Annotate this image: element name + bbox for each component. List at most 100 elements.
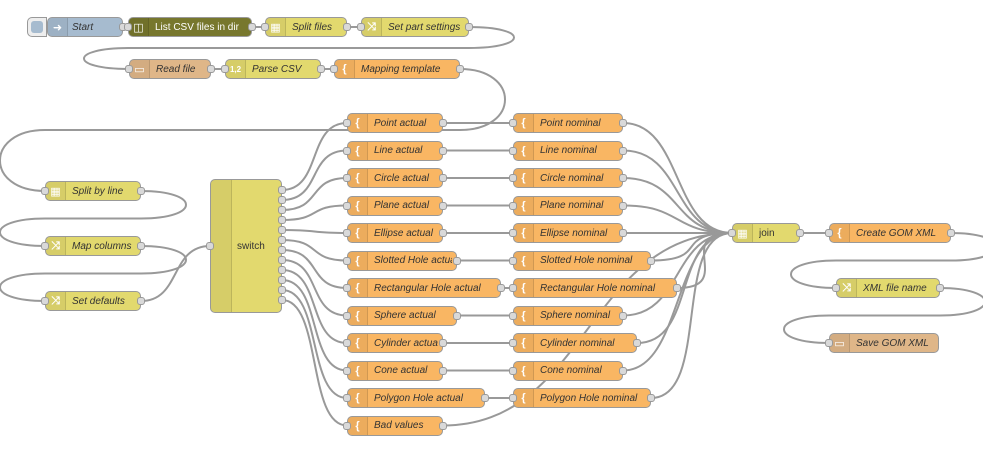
node-port[interactable] (343, 201, 351, 210)
node-port[interactable] (456, 65, 464, 73)
node-split-files[interactable]: ▦ Split files (265, 17, 347, 37)
node-port[interactable] (278, 226, 286, 234)
node-actual-6[interactable]: {Rectangular Hole actual (347, 278, 501, 298)
node-port[interactable] (509, 256, 517, 265)
node-create-gom-xml[interactable]: { Create GOM XML (829, 223, 951, 243)
node-port[interactable] (453, 311, 461, 320)
node-save-gom-xml[interactable]: ▭ Save GOM XML (829, 333, 939, 353)
node-port[interactable] (278, 236, 286, 244)
node-port[interactable] (509, 311, 517, 320)
node-port[interactable] (124, 23, 132, 31)
node-actual-3[interactable]: {Plane actual (347, 195, 443, 216)
node-port[interactable] (439, 339, 447, 347)
node-port[interactable] (825, 229, 833, 237)
node-port[interactable] (439, 229, 447, 237)
node-port[interactable] (796, 229, 804, 237)
node-port[interactable] (248, 23, 256, 31)
node-port[interactable] (343, 284, 351, 292)
node-nominal-9[interactable]: {Cone nominal (513, 360, 623, 381)
node-port[interactable] (439, 201, 447, 210)
node-map-columns[interactable]: ⤨ Map columns (45, 236, 141, 256)
node-port[interactable] (619, 229, 627, 237)
node-port[interactable] (497, 284, 505, 292)
node-port[interactable] (481, 394, 489, 402)
node-port[interactable] (509, 201, 517, 210)
node-mapping-template[interactable]: { Mapping template (334, 59, 460, 79)
node-port[interactable] (439, 366, 447, 375)
node-port[interactable] (343, 119, 351, 127)
node-nominal-3[interactable]: {Plane nominal (513, 195, 623, 216)
node-actual-2[interactable]: {Circle actual (347, 168, 443, 188)
node-port[interactable] (278, 216, 286, 224)
node-port[interactable] (137, 187, 145, 195)
node-port[interactable] (633, 339, 641, 347)
node-port[interactable] (619, 119, 627, 127)
node-port[interactable] (832, 284, 840, 292)
node-switch[interactable]: switch (210, 179, 282, 313)
node-nominal-4[interactable]: {Ellipse nominal (513, 223, 623, 243)
node-port[interactable] (207, 65, 215, 73)
node-port[interactable] (439, 146, 447, 155)
node-port[interactable] (509, 146, 517, 155)
node-port[interactable] (261, 23, 269, 31)
node-port[interactable] (206, 242, 214, 250)
node-port[interactable] (509, 174, 517, 182)
node-port[interactable] (357, 23, 365, 31)
node-start[interactable]: ➜ Start (47, 17, 123, 37)
node-list-csv[interactable]: ◫ List CSV files in dir (128, 17, 252, 37)
node-actual-4[interactable]: {Ellipse actual (347, 223, 443, 243)
node-port[interactable] (439, 174, 447, 182)
node-port[interactable] (278, 276, 286, 284)
node-port[interactable] (825, 339, 833, 347)
node-port[interactable] (619, 311, 627, 320)
node-port[interactable] (936, 284, 944, 292)
node-port[interactable] (509, 284, 517, 292)
node-port[interactable] (330, 65, 338, 73)
node-nominal-8[interactable]: {Cylinder nominal (513, 333, 637, 353)
node-port[interactable] (343, 174, 351, 182)
node-port[interactable] (619, 146, 627, 155)
node-port[interactable] (647, 256, 655, 265)
node-nominal-10[interactable]: {Polygon Hole nominal (513, 388, 651, 408)
node-port[interactable] (41, 297, 49, 305)
node-port[interactable] (673, 284, 681, 292)
node-port[interactable] (343, 311, 351, 320)
node-port[interactable] (439, 421, 447, 430)
node-split-by-line[interactable]: ▦ Split by line (45, 181, 141, 201)
node-port[interactable] (465, 23, 473, 31)
node-port[interactable] (947, 229, 955, 237)
node-set-defaults[interactable]: ⤨ Set defaults (45, 291, 141, 311)
node-port[interactable] (317, 65, 325, 73)
node-port[interactable] (509, 394, 517, 402)
node-port[interactable] (278, 206, 286, 214)
node-port[interactable] (278, 296, 286, 304)
node-port[interactable] (278, 286, 286, 294)
node-port[interactable] (647, 394, 655, 402)
node-port[interactable] (439, 119, 447, 127)
node-port[interactable] (137, 297, 145, 305)
node-actual-10[interactable]: {Polygon Hole actual (347, 388, 485, 408)
node-nominal-5[interactable]: {Slotted Hole nominal (513, 250, 651, 271)
node-actual-5[interactable]: {Slotted Hole actual (347, 250, 457, 271)
node-port[interactable] (278, 266, 286, 274)
node-port[interactable] (619, 174, 627, 182)
node-port[interactable] (343, 394, 351, 402)
node-port[interactable] (453, 256, 461, 265)
node-port[interactable] (343, 229, 351, 237)
node-port[interactable] (137, 242, 145, 250)
node-actual-11[interactable]: {Bad values (347, 415, 443, 436)
node-port[interactable] (221, 65, 229, 73)
node-port[interactable] (509, 229, 517, 237)
node-port[interactable] (343, 146, 351, 155)
node-actual-0[interactable]: {Point actual (347, 113, 443, 133)
node-port[interactable] (343, 339, 351, 347)
node-port[interactable] (619, 366, 627, 375)
node-xml-file-name[interactable]: ⤨ XML file name (836, 278, 940, 298)
node-port[interactable] (509, 339, 517, 347)
node-nominal-6[interactable]: {Rectangular Hole nominal (513, 278, 677, 298)
node-nominal-0[interactable]: {Point nominal (513, 113, 623, 133)
inject-trigger-button[interactable] (27, 17, 47, 37)
node-port[interactable] (509, 119, 517, 127)
node-nominal-1[interactable]: {Line nominal (513, 140, 623, 161)
node-parse-csv[interactable]: 1,2 Parse CSV (225, 59, 321, 79)
